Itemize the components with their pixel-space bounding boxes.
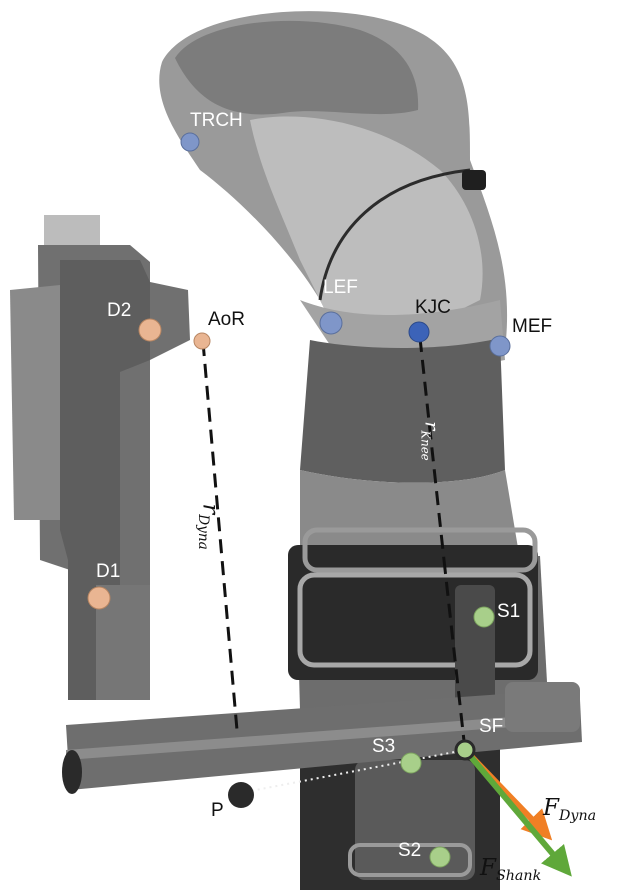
r-knee-dashed-line — [418, 337, 446, 561]
marker-sf — [454, 739, 476, 761]
marker-lef — [319, 311, 343, 335]
symbol-f-dyna: FDyna — [543, 795, 597, 824]
label-kjc: KJC — [415, 297, 451, 318]
label-trch: TRCH — [190, 110, 243, 131]
label-s1: S1 — [497, 601, 521, 622]
symbol-r-dyna: rDyna — [194, 503, 223, 550]
horizontal-bar — [62, 682, 582, 794]
marker-trch — [180, 132, 200, 152]
label-sf: SF — [479, 716, 504, 737]
marker-s3 — [400, 752, 422, 774]
sf-dashed-line — [442, 559, 467, 751]
label-s3: S3 — [372, 736, 396, 757]
label-p: P — [211, 800, 224, 821]
marker-d2 — [138, 318, 162, 342]
p-sf-dotted-line — [239, 749, 466, 794]
symbol-f-shank: FShank — [480, 855, 542, 884]
strap-wire — [318, 168, 486, 301]
label-mef: MEF — [512, 316, 553, 337]
label-s2: S2 — [398, 840, 422, 861]
marker-d1 — [87, 586, 111, 610]
label-d2: D2 — [107, 300, 132, 321]
point-p — [228, 782, 254, 808]
symbol-r-knee: rKnee — [418, 421, 443, 461]
label-lef: LEF — [323, 277, 358, 298]
f-shank-arrow — [463, 749, 572, 877]
marker-mef — [489, 335, 511, 357]
marker-s2 — [429, 846, 451, 868]
marker-s1 — [473, 606, 495, 628]
marker-kjc — [408, 321, 430, 343]
label-aor: AoR — [208, 309, 245, 330]
label-d1: D1 — [96, 561, 121, 582]
dynamometer-frame — [10, 215, 190, 700]
marker-aor — [193, 332, 211, 350]
